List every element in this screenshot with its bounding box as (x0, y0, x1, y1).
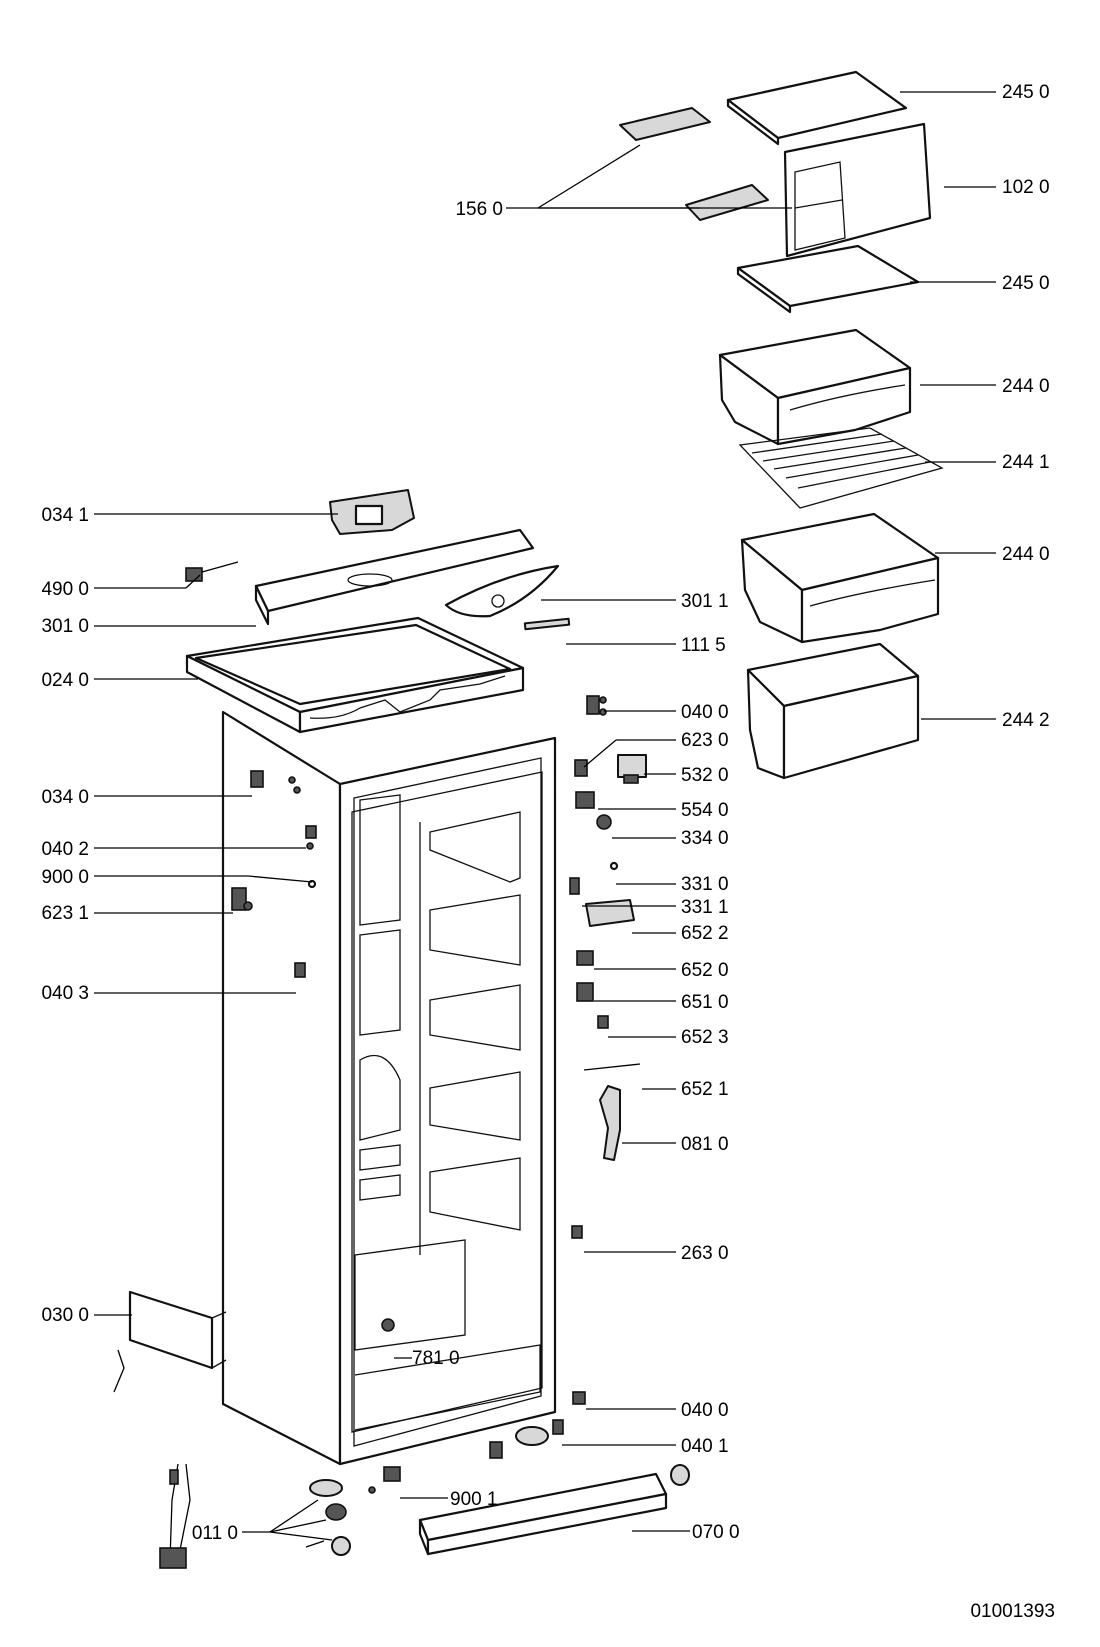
panel-cover (444, 564, 560, 618)
top-cover (185, 616, 525, 734)
part-label: 623 1 (41, 903, 89, 924)
glass-shelf-middle (736, 244, 920, 314)
part-label: 070 0 (692, 1522, 740, 1543)
freezer-drawer-lower (740, 512, 940, 644)
part-label: 244 1 (1002, 452, 1050, 473)
drawing-number: 01001393 (970, 1601, 1055, 1622)
part-label: 554 0 (681, 800, 729, 821)
part-label: 040 2 (41, 839, 89, 860)
part-label: 490 0 (41, 579, 89, 600)
part-label: 040 0 (681, 702, 729, 723)
part-label: 034 0 (41, 787, 89, 808)
inner-shelves (354, 794, 541, 1431)
part-label: 245 0 (1002, 82, 1050, 103)
small-parts (113, 695, 690, 1569)
part-labels: 245 0 102 0 156 0 245 0 244 0 244 1 244 … (41, 82, 1049, 1544)
part-label: 652 0 (681, 960, 729, 981)
part-label: 331 0 (681, 874, 729, 895)
part-label: 623 0 (681, 730, 729, 751)
part-label: 040 0 (681, 1400, 729, 1421)
part-label: 301 1 (681, 591, 729, 612)
part-label: 334 0 (681, 828, 729, 849)
part-label: 244 2 (1002, 710, 1050, 731)
part-label: 111 5 (681, 635, 726, 656)
thermostat-knob (381, 1318, 395, 1332)
wire-rack (738, 427, 944, 509)
control-panel (254, 528, 535, 626)
light-housing (329, 489, 415, 535)
part-label: 652 2 (681, 923, 729, 944)
refrigerator-cabinet (221, 710, 557, 1466)
ice-trays (619, 107, 769, 221)
part-label: 024 0 (41, 670, 89, 691)
part-label: 102 0 (1002, 177, 1050, 198)
part-label: 301 0 (41, 616, 89, 637)
glass-shelf-top (726, 70, 908, 146)
crisper-drawer (746, 642, 920, 780)
part-label: 030 0 (41, 1305, 89, 1326)
part-label: 263 0 (681, 1243, 729, 1264)
part-label: 011 0 (192, 1523, 238, 1544)
light-cover-strip (523, 617, 571, 631)
part-label: 081 0 (681, 1134, 729, 1155)
leader-lines (94, 91, 996, 1541)
part-label: 040 3 (41, 983, 89, 1004)
part-label: 156 0 (455, 199, 503, 220)
part-label: 034 1 (41, 505, 89, 526)
thermostat-part (185, 561, 239, 582)
part-label: 245 0 (1002, 273, 1050, 294)
freezer-compartment-door (783, 122, 932, 258)
part-label: 651 0 (681, 992, 729, 1013)
part-label: 652 3 (681, 1027, 729, 1048)
part-label: 652 1 (681, 1079, 729, 1100)
part-label: 331 1 (681, 897, 729, 918)
part-label: 532 0 (681, 765, 729, 786)
part-label: 781 0 (412, 1348, 460, 1369)
part-label: 244 0 (1002, 376, 1050, 397)
part-label: 900 0 (41, 867, 89, 888)
part-label: 900 1 (450, 1489, 498, 1510)
part-label: 244 0 (1002, 544, 1050, 565)
part-label: 040 1 (681, 1436, 729, 1457)
freezer-drawer-upper (718, 328, 912, 446)
